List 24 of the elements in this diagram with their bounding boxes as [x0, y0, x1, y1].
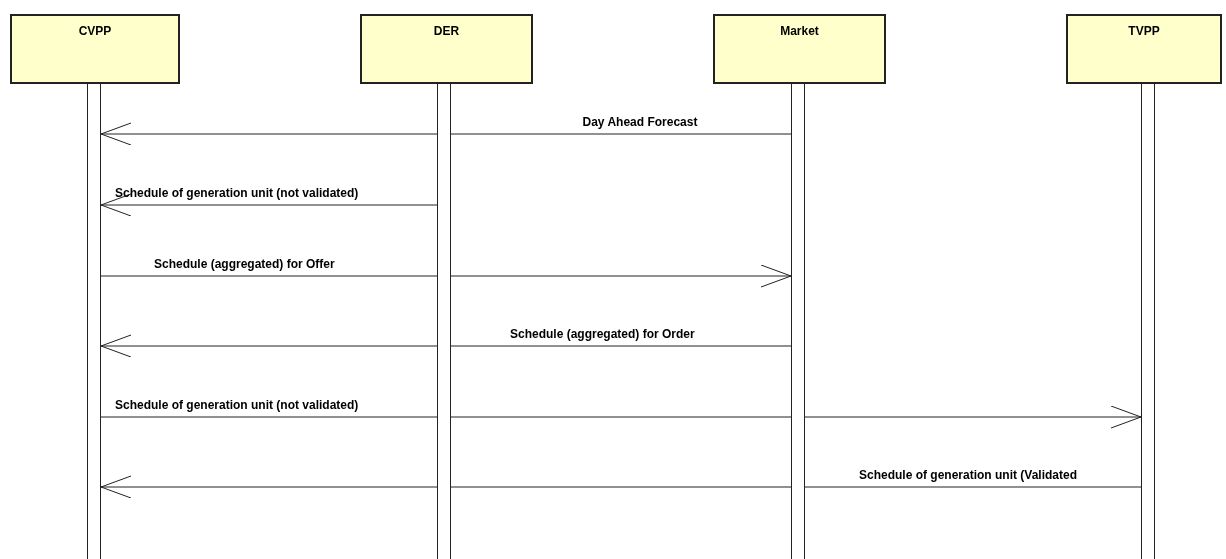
- lifeline: [87, 84, 101, 559]
- edge-label: Schedule (aggregated) for Order: [510, 327, 695, 341]
- participant-box: [713, 14, 886, 84]
- edge-label: Schedule of generation unit (Validated: [859, 468, 1078, 482]
- edge-label: Day Ahead Forecast: [582, 115, 698, 129]
- participant-box: [10, 14, 180, 84]
- lifeline: [791, 84, 805, 559]
- participant-box: [1066, 14, 1222, 84]
- message-arrow: [100, 475, 1142, 499]
- edge-label: Schedule of generation unit (not validated): [115, 398, 359, 412]
- participant-box: [360, 14, 533, 84]
- edge-label: Schedule of generation unit (not validated): [115, 186, 359, 200]
- edge-label: Schedule (aggregated) for Offer: [154, 257, 335, 271]
- message-arrow: [100, 405, 1142, 429]
- participant-name: Market: [780, 24, 819, 40]
- participant-name: DER: [433, 24, 460, 40]
- message-arrow: [100, 334, 792, 358]
- message-arrow: [100, 122, 792, 146]
- message-arrow: [100, 193, 438, 217]
- participant-name: TVPP: [1128, 24, 1160, 40]
- message-arrow: [100, 264, 792, 288]
- lifeline: [437, 84, 451, 559]
- participant-name: CVPP: [78, 24, 112, 40]
- lifeline: [1141, 84, 1155, 559]
